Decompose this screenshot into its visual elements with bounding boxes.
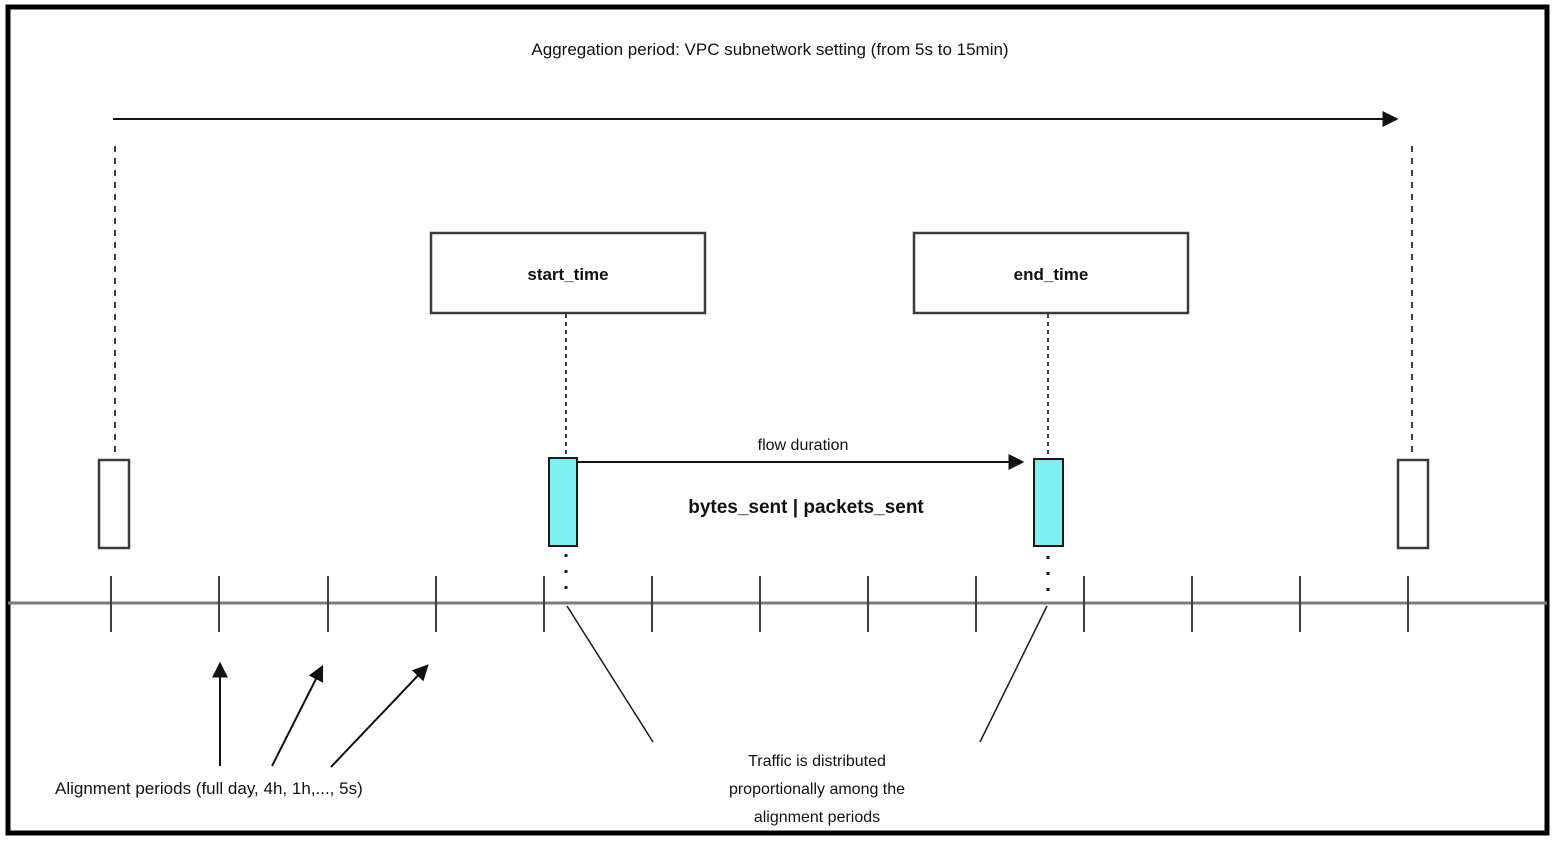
end-time-label: end_time — [1014, 265, 1089, 284]
metrics-label: bytes_sent | packets_sent — [688, 497, 924, 518]
start-flow-marker — [548, 457, 578, 547]
start-time-box — [429, 231, 707, 315]
alignment-arrow-2 — [271, 664, 324, 767]
diagram-frame — [5, 4, 1550, 836]
traffic-note-line1: Traffic is distributed — [748, 753, 886, 770]
traffic-note-line3: alignment periods — [754, 809, 880, 826]
start-traffic-pointer-line — [566, 605, 654, 743]
alignment-periods-label: Alignment periods (full day, 4h, 1h,...,… — [55, 779, 363, 798]
flow-duration-label: flow duration — [758, 437, 849, 454]
end-traffic-pointer-line — [979, 605, 1048, 743]
alignment-arrow-3 — [330, 664, 429, 768]
right-edge-marker — [1396, 458, 1430, 550]
diagram-title: Aggregation period: VPC subnetwork setti… — [531, 40, 1008, 59]
traffic-note-line2: proportionally among the — [729, 781, 905, 798]
end-flow-marker — [1033, 458, 1064, 547]
left-edge-marker — [97, 458, 131, 550]
end-time-box — [912, 231, 1190, 315]
timeline-ticks — [110, 576, 1409, 632]
start-time-label: start_time — [527, 265, 608, 284]
